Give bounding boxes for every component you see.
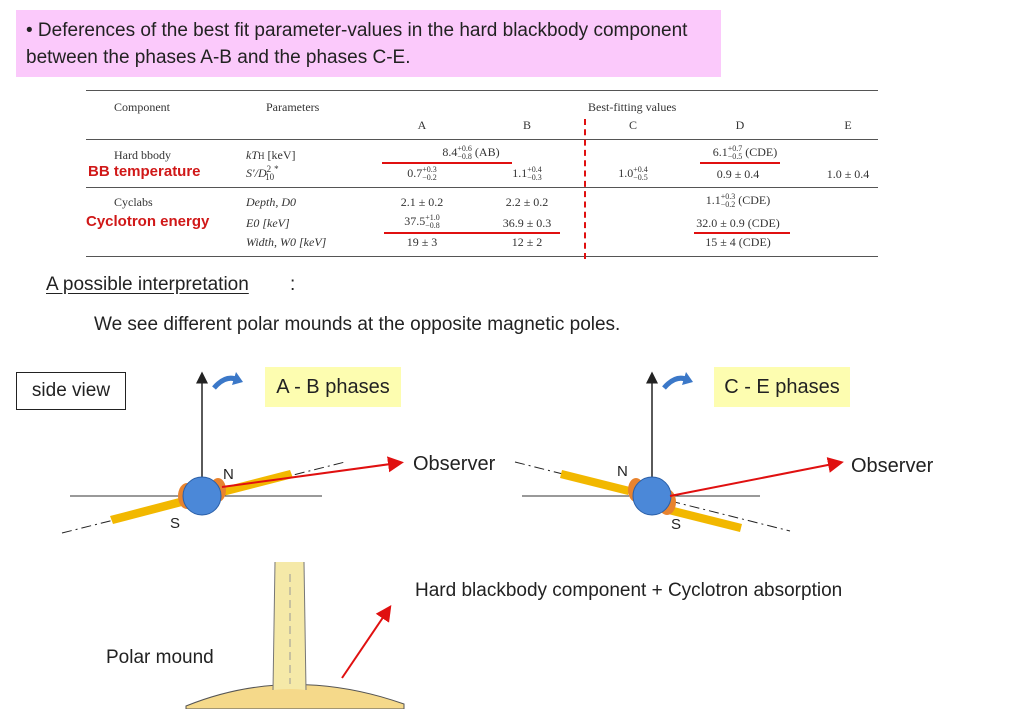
row1-component: Hard bbody <box>114 148 171 162</box>
row1b-d-value: 0.9 ± 0.4 <box>716 167 760 181</box>
neutron-star <box>182 476 222 516</box>
title-text: • Deferences of the best fit parameter-v… <box>26 20 688 68</box>
pole-column-south <box>668 506 742 532</box>
south-label-right: S <box>671 516 681 533</box>
table-bottom-rule <box>86 256 878 257</box>
hard-blackbody-label: Hard blackbody component + Cyclotron abs… <box>415 580 843 601</box>
ab-temp-underline <box>382 162 512 164</box>
cyclotron-energy-label: Cyclotron energy <box>86 213 210 230</box>
north-label-right: N <box>617 463 628 480</box>
phase-ab-label: A - B phases <box>265 367 401 407</box>
rotation-icon-head <box>232 372 243 385</box>
column-edge-right <box>303 561 307 691</box>
polar-mound-closeup <box>185 561 405 709</box>
phase-ce-label: C - E phases <box>714 367 850 407</box>
polar-mound-shape <box>185 684 405 709</box>
observer-sightline <box>669 457 844 497</box>
ab-energy-underline <box>384 232 560 234</box>
fit-parameters-table: Component Parameters Best-fitting values… <box>86 89 878 261</box>
header-phase-a: A <box>417 118 427 132</box>
row2-param-depth: Depth, D0 <box>246 195 296 209</box>
row2b-b-value: 36.9 ± 0.3 <box>502 216 552 230</box>
column-edge-left <box>272 561 276 691</box>
bb-temperature-label: BB temperature <box>88 163 201 180</box>
row2a-a-value: 2.1 ± 0.2 <box>400 195 444 209</box>
interpretation-colon: : <box>290 274 296 295</box>
row2a-b-value: 2.2 ± 0.2 <box>505 195 549 209</box>
row2a-d-value: 1.1+0.3−0.2 (CDE) <box>705 192 771 210</box>
header-component: Component <box>114 100 170 114</box>
row2-component: Cyclabs <box>114 195 153 209</box>
north-label-left: N <box>223 466 234 483</box>
row2b-a-value: 37.5+1.0−0.8 <box>404 213 440 231</box>
left-panel-geometry <box>61 371 404 534</box>
row2b-d-value: 32.0 ± 0.9 (CDE) <box>696 216 780 230</box>
header-parameters: Parameters <box>266 100 320 114</box>
south-label-left: S <box>170 515 180 532</box>
observer-label-right: Observer <box>851 455 934 477</box>
row2c-a-value: 19 ± 3 <box>406 235 438 249</box>
header-best-fitting: Best-fitting values <box>588 100 677 114</box>
rotation-icon-head <box>682 372 693 385</box>
row2-param-width: Width, W0 [keV] <box>246 235 327 249</box>
row2c-b-value: 12 ± 2 <box>511 235 543 249</box>
interpretation-heading: A possible interpretation <box>46 274 249 295</box>
row1-param-norm: S′/D210* <box>246 164 279 182</box>
row2c-d-value: 15 ± 4 (CDE) <box>705 235 771 249</box>
right-panel-geometry <box>514 371 844 532</box>
header-phase-b: B <box>522 118 532 132</box>
row1-ab-value: 8.4+0.6−0.8 (AB) <box>442 144 500 162</box>
table-mid-rule <box>86 187 878 188</box>
header-phase-d: D <box>735 118 745 132</box>
row1b-b-value: 1.1+0.4−0.3 <box>512 165 542 183</box>
row1-param-kth: kTH [keV] <box>246 148 296 162</box>
polar-mound-label: Polar mound <box>106 647 214 668</box>
neutron-star <box>632 476 672 516</box>
side-view-label: side view <box>16 372 126 410</box>
title-box: • Deferences of the best fit parameter-v… <box>16 10 721 77</box>
pole-column-north <box>560 470 630 495</box>
observer-label-left: Observer <box>413 453 496 475</box>
row1b-e-value: 1.0 ± 0.4 <box>826 167 870 181</box>
d-energy-underline <box>694 232 790 234</box>
table-header-rule <box>86 139 878 140</box>
row1b-a-value: 0.7+0.3−0.2 <box>407 165 437 183</box>
observer-sightline <box>221 456 404 488</box>
table-top-rule <box>86 90 878 91</box>
header-phase-e: E <box>844 118 852 132</box>
header-phase-c: C <box>628 118 638 132</box>
d-temp-underline <box>700 162 780 164</box>
phase-divider-dashed <box>584 119 586 259</box>
row1-d-value: 6.1+0.7−0.5 (CDE) <box>712 144 778 162</box>
interpretation-body: We see different polar mounds at the opp… <box>94 314 621 335</box>
row1b-c-value: 1.0+0.4−0.5 <box>618 165 648 183</box>
emission-arrow <box>341 605 392 679</box>
pole-column-south <box>110 497 186 524</box>
row2-param-energy: E0 [keV] <box>246 216 290 230</box>
